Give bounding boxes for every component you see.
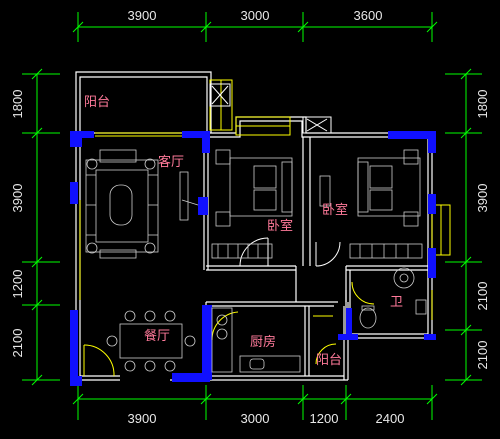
left-dimension-1: 1800 bbox=[10, 90, 25, 119]
room-label-bedroom-a: 卧室 bbox=[267, 218, 293, 234]
living-room-sofa bbox=[85, 149, 199, 259]
right-dimension-4: 2100 bbox=[475, 341, 490, 370]
bed-b bbox=[319, 149, 423, 259]
top-dimension-2: 3000 bbox=[241, 8, 270, 23]
dimension-labels: 3900 3000 3600 3900 3000 1200 2400 1800 … bbox=[10, 8, 490, 426]
dimension-lines bbox=[22, 12, 482, 420]
bottom-dimension-1: 3900 bbox=[128, 411, 157, 426]
bottom-dimension-3: 1200 bbox=[310, 411, 339, 426]
top-dimension-3: 3600 bbox=[354, 8, 383, 23]
right-dimension-2: 3900 bbox=[475, 184, 490, 213]
top-dimension-1: 3900 bbox=[128, 8, 157, 23]
structural-columns bbox=[70, 131, 436, 386]
room-label-balcony-small: 阳台 bbox=[316, 353, 342, 368]
room-label-bathroom: 卫 bbox=[390, 295, 403, 310]
bottom-dimension-2: 3000 bbox=[241, 411, 270, 426]
room-label-bedroom-b: 卧室 bbox=[322, 202, 348, 218]
room-label-kitchen: 厨房 bbox=[250, 334, 276, 350]
room-labels: 阳台 客厅 卧室 卧室 餐厅 厨房 阳台 卫 bbox=[84, 95, 403, 368]
kitchen-counter bbox=[211, 307, 301, 373]
bottom-dimension-4: 2400 bbox=[376, 411, 405, 426]
bathroom-fixtures bbox=[359, 267, 427, 329]
windows bbox=[79, 79, 451, 320]
walls bbox=[75, 71, 433, 381]
right-dimension-1: 1800 bbox=[475, 90, 490, 119]
room-label-balcony-north: 阳台 bbox=[84, 95, 110, 110]
room-label-dining-room: 餐厅 bbox=[144, 328, 170, 344]
bed-a bbox=[211, 149, 293, 259]
dining-table bbox=[106, 310, 196, 372]
left-dimension-4: 2100 bbox=[10, 329, 25, 358]
left-dimension-3: 1200 bbox=[10, 270, 25, 299]
room-label-living-room: 客厅 bbox=[158, 154, 184, 170]
right-dimension-3: 2100 bbox=[475, 282, 490, 311]
left-dimension-2: 3900 bbox=[10, 184, 25, 213]
